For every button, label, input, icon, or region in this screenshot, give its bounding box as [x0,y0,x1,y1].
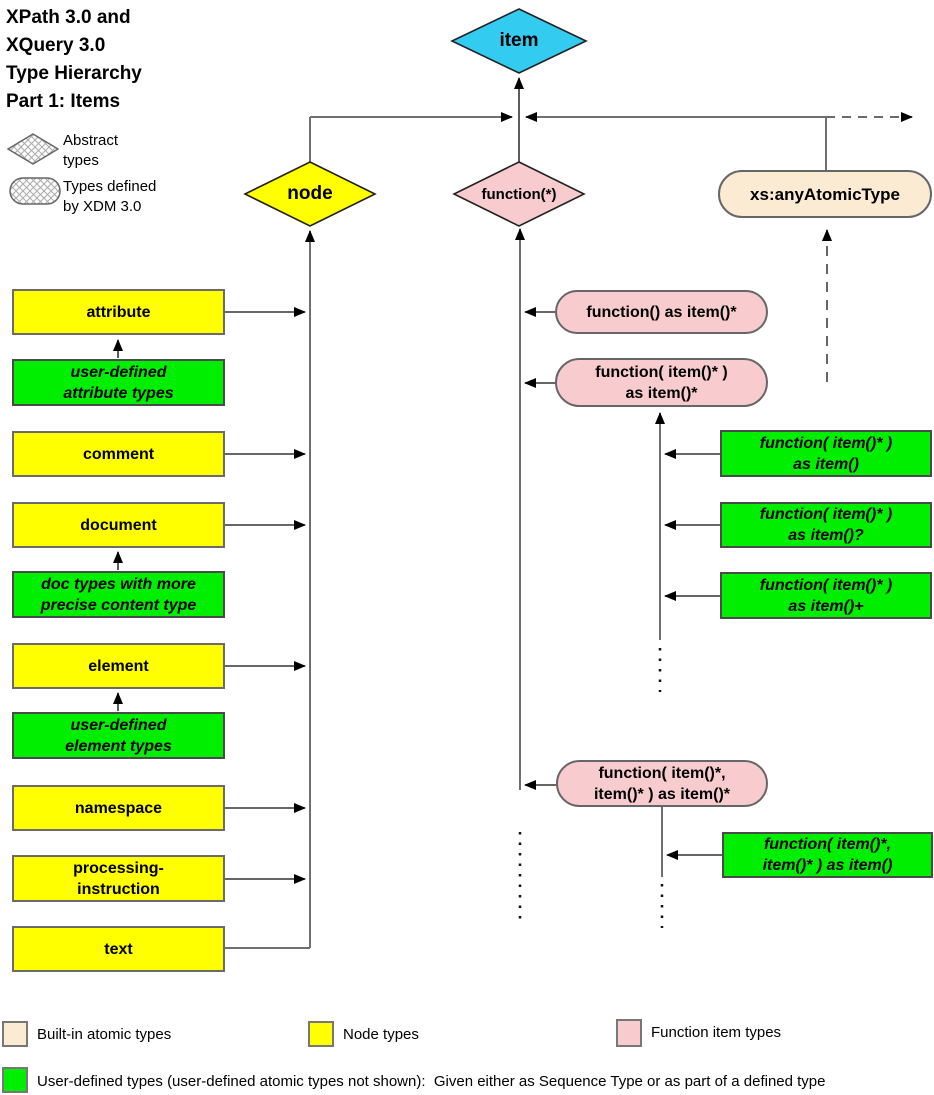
item-diamond: item [450,8,588,74]
xdm-types-legend-label: Types defined by XDM 3.0 [63,178,157,215]
node-diamond-label: node [287,183,333,204]
node-diamond: node [243,161,377,227]
abstract-types-legend-label: Abstract types [63,132,119,169]
node-types-legend-label: Node types [343,1026,419,1043]
user-defined-types-legend-label: User-defined types (user-defined atomic … [37,1073,826,1090]
function-one-arg-item-opt-box: function( item()* ) as item()? [720,502,932,548]
builtin-atomic-swatch [2,1021,28,1047]
document-label: document [80,516,157,534]
abstract-types-legend-shape [7,133,59,165]
function-star-diamond-label: function(*) [481,185,557,203]
function-zero-arg-label: function() as item()* [586,303,737,321]
function-one-arg-item-opt-label: function( item()* ) as item()? [759,506,893,544]
function-zero-arg-node: function() as item()* [555,290,768,334]
function-one-arg-label: function( item()* ) as item()* [595,363,728,402]
document-box: document [12,502,225,548]
text-box: text [12,926,225,972]
xs-anyatomictype-node: xs:anyAtomicType [718,170,932,218]
user-defined-element-types-label: user-defined element types [65,716,172,755]
function-item-types-legend-label: Function item types [651,1024,782,1041]
attribute-label: attribute [86,303,151,321]
function-one-arg-item-label: function( item()* ) as item() [759,434,893,473]
user-defined-attribute-types-label: user-defined attribute types [63,363,174,402]
text-label: text [104,940,133,958]
page-title: XPath 3.0 and XQuery 3.0 Type Hierarchy … [6,7,142,112]
namespace-label: namespace [74,799,163,817]
comment-box: comment [12,431,225,477]
xs-anyatomictype-label: xs:anyAtomicType [750,184,900,204]
function-two-arg-node: function( item()*, item()* ) as item()* [556,760,768,807]
function-one-arg-item-plus-label: function( item()* ) as item()+ [759,576,893,615]
user-defined-element-types-box: user-defined element types [12,712,225,759]
namespace-box: namespace [12,785,225,831]
processing-instruction-box: processing- instruction [12,855,225,902]
function-two-arg-label: function( item()*, item()* ) as item()* [593,764,731,803]
user-defined-types-swatch [2,1067,28,1093]
user-defined-attribute-types-box: user-defined attribute types [12,359,225,406]
function-two-arg-item-box: function( item()*, item()* ) as item() [722,832,933,878]
attribute-box: attribute [12,289,225,335]
function-one-arg-node: function( item()* ) as item()* [555,358,768,407]
comment-label: comment [82,445,155,463]
processing-instruction-label: processing- instruction [73,859,164,898]
function-item-types-swatch [616,1019,642,1047]
xdm-types-legend-shape [9,177,61,205]
element-label: element [88,657,149,675]
doc-types-label: doc types with more precise content type [40,575,197,614]
element-box: element [12,643,225,689]
doc-types-box: doc types with more precise content type [12,571,225,618]
hatched-diamond-icon [7,133,59,165]
hatched-stadium-icon [9,177,61,205]
function-two-arg-item-label: function( item()*, item()* ) as item() [762,836,893,874]
node-types-swatch [308,1021,334,1047]
function-star-diamond: function(*) [452,161,586,227]
function-one-arg-item-plus-box: function( item()* ) as item()+ [720,572,932,619]
function-one-arg-item-box: function( item()* ) as item() [720,430,932,477]
builtin-atomic-legend-label: Built-in atomic types [37,1026,172,1043]
item-diamond-label: item [499,30,539,51]
